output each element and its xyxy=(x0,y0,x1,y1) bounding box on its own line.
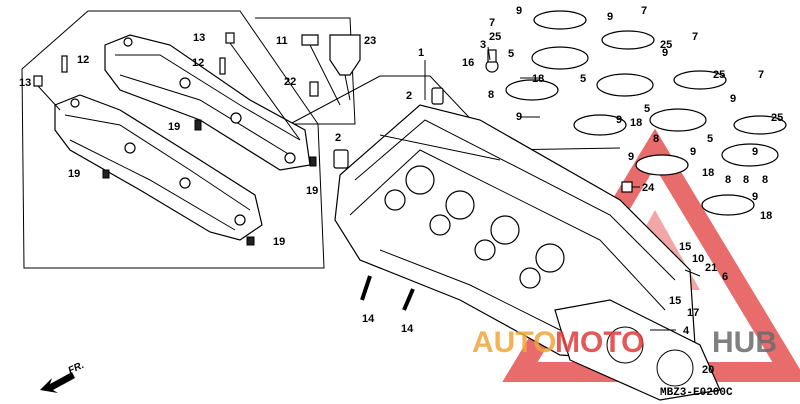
spark-plugs xyxy=(301,34,361,106)
callout-8: 8 xyxy=(762,174,768,186)
callout-2: 2 xyxy=(406,90,412,102)
callout-labels: 1 2 2 3 4 5 5 5 5 6 7 7 7 7 8 8 8 8 8 9 … xyxy=(19,5,783,376)
callout-18: 18 xyxy=(702,167,714,179)
callout-16: 16 xyxy=(462,57,474,69)
callout-8: 8 xyxy=(743,174,749,186)
callout-25: 25 xyxy=(713,69,725,81)
callout-12: 12 xyxy=(192,57,204,69)
callout-15: 15 xyxy=(669,295,681,307)
callout-19: 19 xyxy=(273,236,285,248)
callout-9: 9 xyxy=(752,146,758,158)
head-frame xyxy=(289,75,621,151)
callout-7: 7 xyxy=(641,5,647,17)
callout-19: 19 xyxy=(306,185,318,197)
callout-18: 18 xyxy=(630,117,642,129)
callout-19: 19 xyxy=(168,121,180,133)
callout-17: 17 xyxy=(687,307,699,319)
watermark-part-2: MOTO xyxy=(555,326,644,359)
callout-22: 22 xyxy=(284,76,296,88)
callout-25: 25 xyxy=(660,39,672,51)
watermark-text: AUTO MOTO HUB xyxy=(472,326,777,359)
callout-9: 9 xyxy=(690,146,696,158)
callout-5: 5 xyxy=(707,133,713,145)
head-cover-upper xyxy=(104,34,311,171)
head-gasket xyxy=(554,299,721,401)
callout-6: 6 xyxy=(722,271,728,283)
dowel-pin xyxy=(431,87,444,105)
callout-7: 7 xyxy=(758,69,764,81)
callout-18: 18 xyxy=(760,210,772,222)
watermark-part-3: HUB xyxy=(712,326,777,359)
insulators xyxy=(485,10,787,216)
callout-14: 14 xyxy=(362,313,375,325)
callout-12: 12 xyxy=(77,54,89,66)
callout-4: 4 xyxy=(683,325,690,337)
callout-10: 10 xyxy=(692,253,704,265)
callout-13: 13 xyxy=(193,32,205,44)
callout-14: 14 xyxy=(401,323,414,335)
callout-25: 25 xyxy=(771,112,783,124)
front-direction-indicator: FR. xyxy=(40,360,86,393)
bolt-24 xyxy=(621,181,633,193)
callout-13: 13 xyxy=(19,77,31,89)
front-label: FR. xyxy=(67,360,86,377)
callout-9: 9 xyxy=(516,5,522,17)
callout-2: 2 xyxy=(335,132,341,144)
studs xyxy=(360,275,415,311)
callout-18: 18 xyxy=(532,73,544,85)
callout-20: 20 xyxy=(702,364,714,376)
callout-3: 3 xyxy=(480,39,486,51)
callout-9: 9 xyxy=(752,191,758,203)
callout-24: 24 xyxy=(642,182,655,194)
callout-5: 5 xyxy=(508,48,514,60)
callout-1: 1 xyxy=(418,47,424,59)
watermark-part-1: AUTO xyxy=(472,326,556,359)
callout-8: 8 xyxy=(488,89,494,101)
callout-5: 5 xyxy=(644,103,650,115)
callout-9: 9 xyxy=(628,151,634,163)
diagram-code: MBZ3-E0200C xyxy=(660,387,733,399)
callout-15: 15 xyxy=(679,241,691,253)
dowel-pin xyxy=(333,149,349,169)
callout-5: 5 xyxy=(580,73,586,85)
callout-9: 9 xyxy=(607,11,613,23)
head-cover-lower xyxy=(54,94,263,241)
callout-9: 9 xyxy=(616,114,622,126)
callout-8: 8 xyxy=(725,174,731,186)
callout-21: 21 xyxy=(705,262,717,274)
callout-8: 8 xyxy=(653,133,659,145)
callout-7: 7 xyxy=(489,17,495,29)
cover-bolts xyxy=(33,32,317,246)
callout-9: 9 xyxy=(730,93,736,105)
callout-9: 9 xyxy=(516,111,522,123)
callout-9: 9 xyxy=(662,47,668,59)
callout-11: 11 xyxy=(276,35,288,47)
cylinder-head xyxy=(334,104,696,361)
callout-25: 25 xyxy=(489,31,501,43)
callout-7: 7 xyxy=(692,31,698,43)
callout-19: 19 xyxy=(68,168,80,180)
callout-23: 23 xyxy=(364,35,376,47)
leader-lines xyxy=(379,46,701,331)
